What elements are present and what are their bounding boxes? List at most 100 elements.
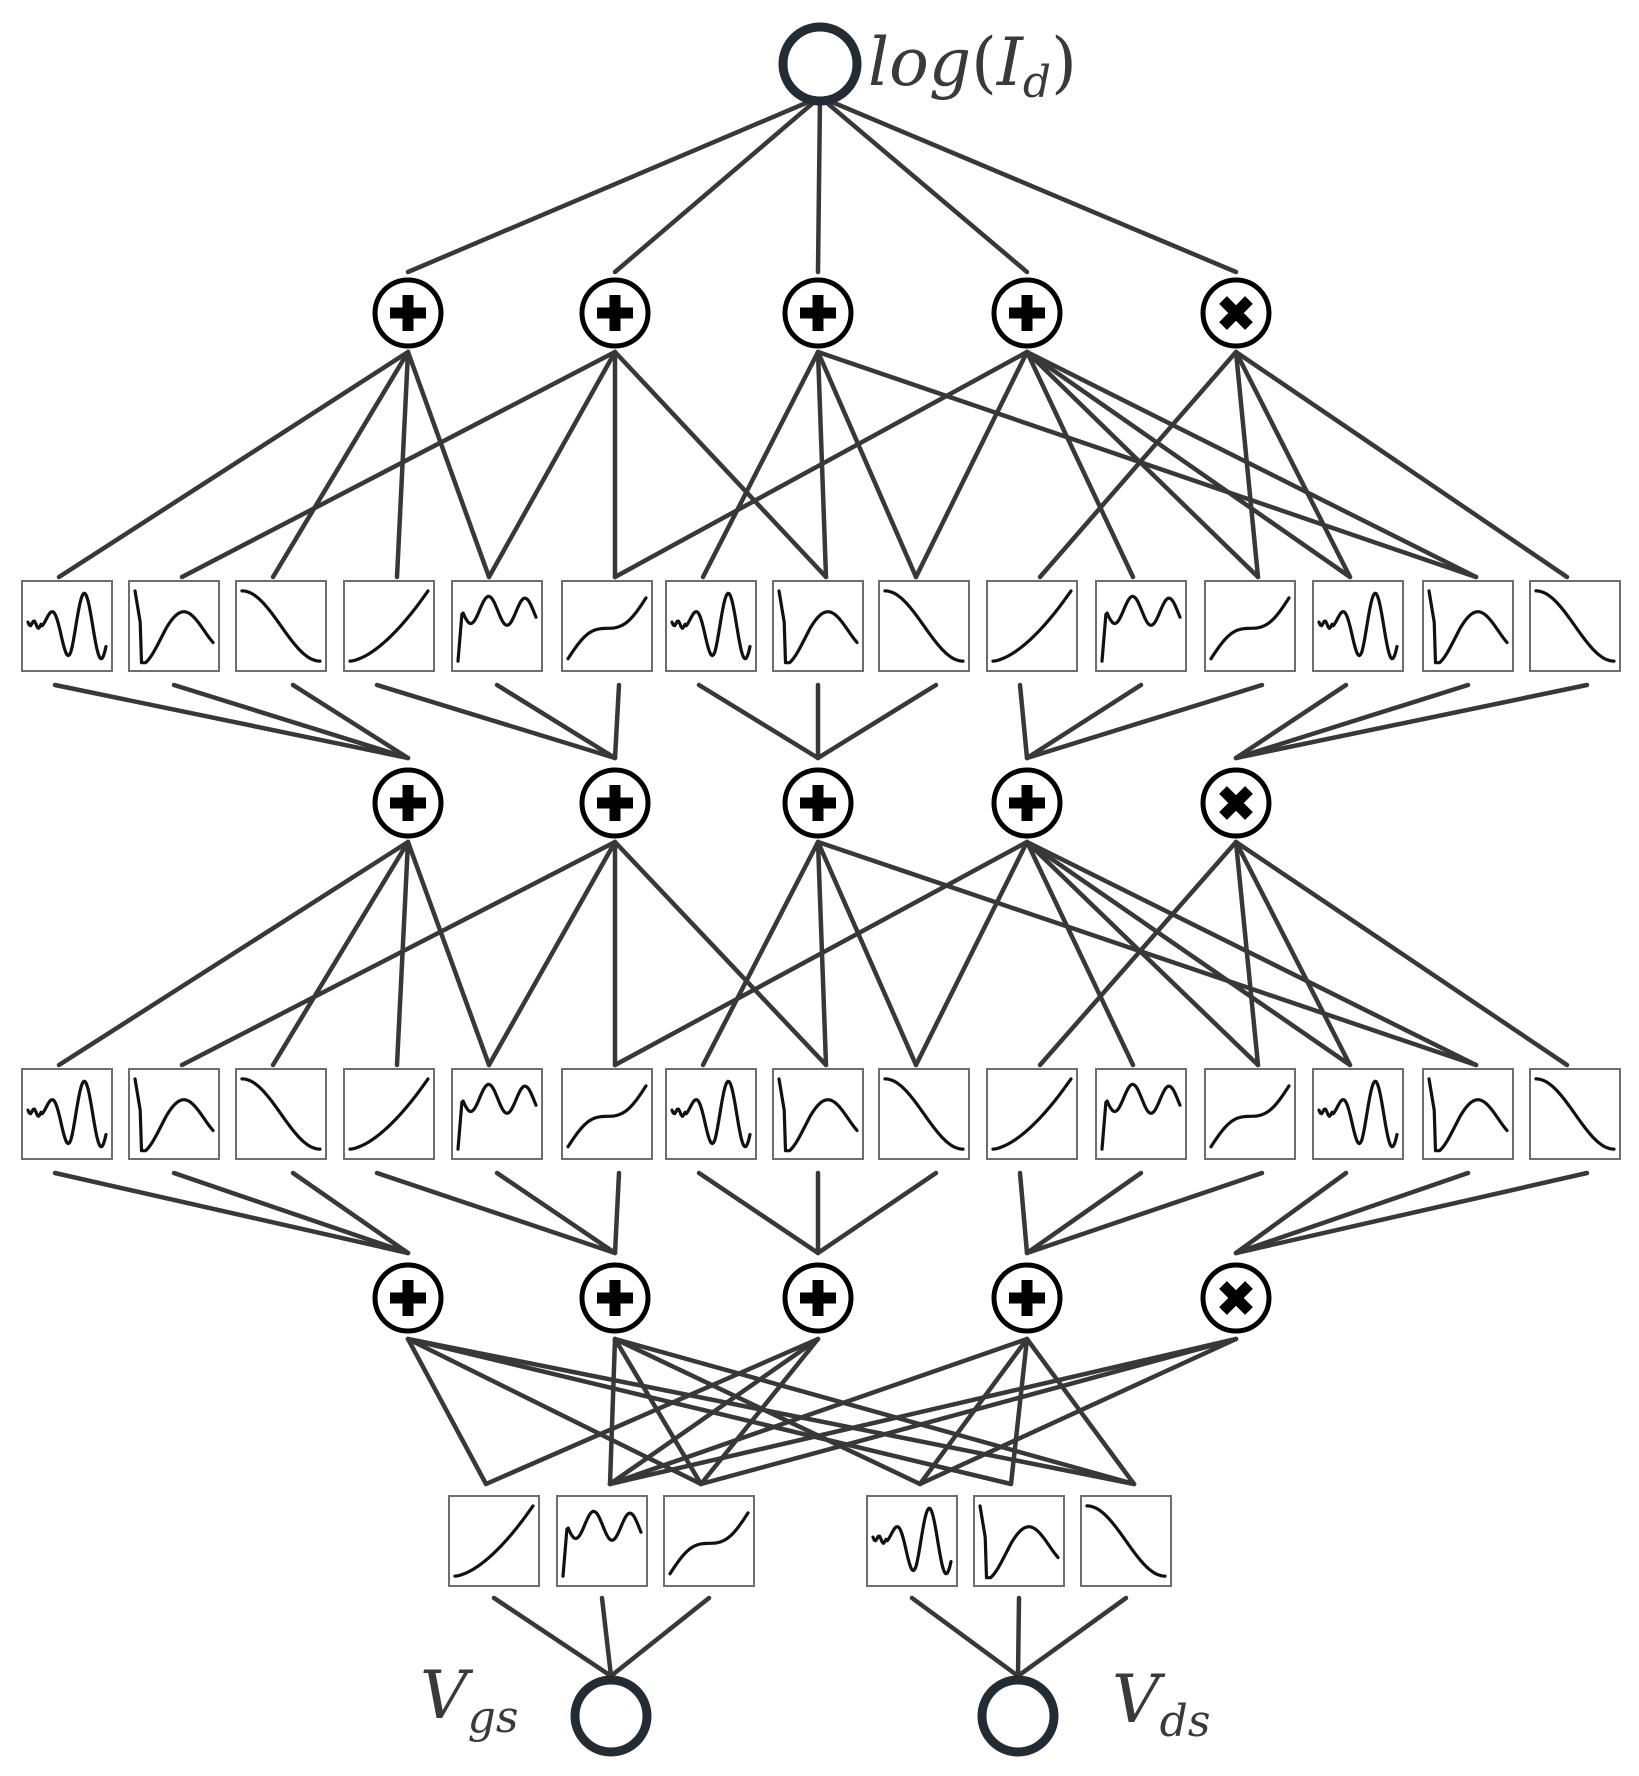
activation-box-layer2-14	[1422, 1068, 1514, 1160]
circled-plus-icon	[991, 1262, 1063, 1334]
operator-to-function-line	[700, 349, 821, 580]
activation-box-layer2-1	[21, 1068, 113, 1160]
descend-curve-icon	[240, 589, 322, 663]
operator-to-function-line	[179, 839, 618, 1068]
activation-box-layer2-5	[451, 1068, 543, 1160]
function-to-operator-line	[52, 1170, 411, 1256]
activation-box-layer1-5	[451, 580, 543, 672]
operator-to-function-line	[607, 1336, 821, 1487]
input-label-vds-var: V	[1112, 1661, 1166, 1738]
operator-to-function-line	[1037, 349, 1239, 580]
function-to-input-line	[491, 1595, 614, 1679]
function-to-operator-line	[494, 1170, 618, 1256]
wiggle-curve-icon	[871, 1506, 953, 1576]
output-label-sub: d	[1023, 57, 1051, 108]
operator-to-function-line	[700, 839, 821, 1068]
activation-box-input-3	[663, 1495, 755, 1587]
function-box-frame	[128, 1068, 220, 1160]
double-hump-curve-icon	[456, 1082, 538, 1151]
activation-box-layer2-13	[1312, 1068, 1404, 1160]
operator-to-function-line	[913, 349, 1030, 580]
circled-plus-icon	[782, 767, 854, 839]
operator-to-function-line	[612, 349, 1030, 580]
function-box-frame	[451, 580, 543, 672]
activation-box-layer2-12	[1204, 1068, 1296, 1160]
descend-curve-icon	[883, 1077, 965, 1151]
operator-to-function-line	[483, 1336, 821, 1487]
input-label-vds-sub: ds	[1160, 1696, 1211, 1747]
activation-function-boxes	[21, 580, 1621, 1587]
function-to-operator-line	[612, 1170, 622, 1256]
operator-to-function-line	[405, 1336, 704, 1487]
function-to-operator-line	[374, 682, 618, 761]
function-to-operator-line	[1017, 682, 1030, 761]
input-label-vgs-var: V	[420, 1657, 474, 1734]
operator-to-function-line	[1024, 839, 1479, 1068]
function-to-operator-line	[1233, 1170, 1349, 1256]
function-box-frame	[343, 1068, 435, 1160]
activation-box-layer2-11	[1095, 1068, 1187, 1160]
activation-box-layer1-10	[986, 580, 1078, 672]
operator-to-function-line	[1233, 839, 1570, 1068]
output-label-func: log	[868, 24, 971, 101]
function-to-input-line	[608, 1595, 712, 1679]
activation-box-layer2-4	[343, 1068, 435, 1160]
operator-to-function-line	[405, 1336, 1014, 1487]
wiggle-curve-icon	[1317, 591, 1399, 661]
circled-times-icon	[1200, 1262, 1272, 1334]
function-box-frame	[556, 1495, 648, 1587]
function-to-operator-line	[1024, 1170, 1144, 1256]
activation-box-layer1-8	[772, 580, 864, 672]
activation-box-layer1-6	[561, 580, 653, 672]
function-box-frame	[973, 1495, 1065, 1587]
circled-plus-icon	[372, 767, 444, 839]
operator-to-function-line	[270, 349, 411, 580]
operator-to-function-line	[1024, 839, 1353, 1068]
operator-to-function-line	[612, 1336, 923, 1487]
circled-plus-icon	[579, 767, 651, 839]
operator-to-function-line	[612, 1336, 704, 1487]
circled-times-icon	[1200, 767, 1272, 839]
valley-curve-icon	[1427, 589, 1509, 665]
valley-curve-icon	[133, 589, 215, 665]
valley-curve-icon	[978, 1504, 1060, 1580]
descend-curve-icon	[1534, 1077, 1616, 1151]
wiggle-curve-icon	[1317, 1079, 1399, 1149]
function-to-operator-line	[171, 1170, 411, 1256]
circled-times-icon	[1200, 277, 1272, 349]
function-box-frame	[1204, 1068, 1296, 1160]
vds-input-node-icon	[977, 1675, 1059, 1757]
function-box-frame	[1095, 1068, 1187, 1160]
operator-to-function-line	[405, 1336, 489, 1487]
operator-to-function-line	[612, 839, 829, 1068]
operator-to-function-line	[405, 349, 492, 580]
function-to-operator-line	[1024, 1170, 1265, 1256]
double-hump-curve-icon	[1100, 594, 1182, 663]
convex-curve-icon	[348, 589, 430, 663]
function-box-frame	[772, 1068, 864, 1160]
function-to-operator-line	[1233, 1170, 1590, 1256]
operator-to-function-line	[1024, 349, 1353, 580]
operator-to-function-line	[815, 349, 1479, 580]
input-label-vds: Vds	[1112, 1661, 1210, 1747]
activation-box-input-5	[973, 1495, 1065, 1587]
io-nodes	[570, 22, 1059, 1757]
function-box-frame	[986, 1068, 1078, 1160]
operator-to-function-line	[1024, 349, 1479, 580]
activation-box-layer2-7	[665, 1068, 757, 1160]
activation-box-input-1	[448, 1495, 540, 1587]
activation-box-layer1-1	[21, 580, 113, 672]
operator-nodes	[372, 277, 1272, 1334]
function-to-operator-line	[612, 682, 622, 761]
operator-to-function-line	[1233, 349, 1261, 580]
function-to-operator-line	[290, 1170, 411, 1256]
output-label: log(Id)	[868, 24, 1077, 108]
function-to-input-line	[1015, 1595, 1129, 1679]
activation-box-layer1-9	[878, 580, 970, 672]
activation-box-layer1-12	[1204, 580, 1296, 672]
operator-to-function-line	[612, 839, 1030, 1068]
function-box-frame	[561, 1068, 653, 1160]
function-to-input-line	[599, 1595, 614, 1679]
convex-curve-icon	[453, 1504, 535, 1578]
